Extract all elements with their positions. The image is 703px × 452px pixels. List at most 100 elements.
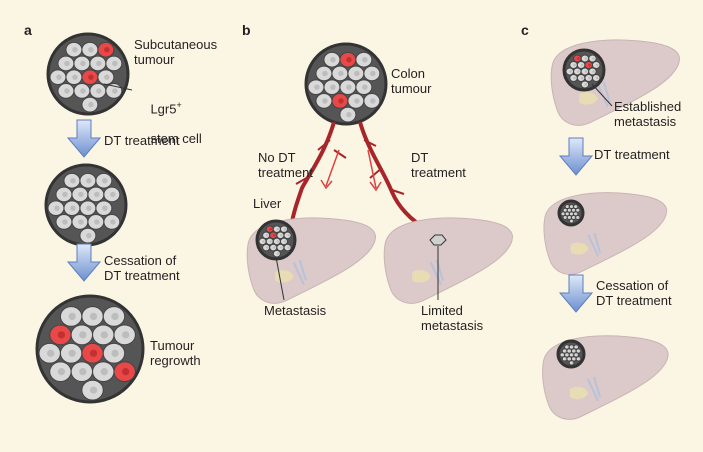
cell-nucleus xyxy=(70,205,76,211)
cell-nucleus xyxy=(338,98,344,104)
cell-nucleus xyxy=(575,205,578,208)
cell-nucleus xyxy=(578,350,581,352)
cell-nucleus xyxy=(573,209,576,211)
cell-nucleus xyxy=(567,205,570,208)
cell-nucleus xyxy=(330,57,336,63)
cell-nucleus xyxy=(322,70,328,77)
limited-metastasis-label: Limited metastasis xyxy=(421,303,484,333)
cell-nucleus xyxy=(571,362,574,364)
cell-nucleus xyxy=(592,70,595,73)
dt-treatment-arrow-c xyxy=(558,137,594,176)
spread-arrow-right xyxy=(367,149,382,192)
cell-nucleus xyxy=(122,368,130,376)
cell-nucleus xyxy=(592,57,595,60)
cell-nucleus xyxy=(362,57,368,63)
cell-nucleus xyxy=(569,209,572,211)
cell-nucleus xyxy=(47,349,55,357)
cell-nucleus xyxy=(346,84,352,90)
cell-nucleus xyxy=(62,191,68,198)
cell-nucleus xyxy=(569,358,572,360)
colon-tumour xyxy=(304,42,388,126)
lgr5-stem-cell-label: Lgr5+ stem cell xyxy=(136,83,202,161)
cell-nucleus xyxy=(595,63,599,67)
cessation-label-c: Cessation of DT treatment xyxy=(596,278,672,308)
no-dt-treatment-label: No DT treatment xyxy=(258,150,313,180)
cell-nucleus xyxy=(576,354,578,356)
cell-nucleus xyxy=(569,350,572,352)
cell-nucleus xyxy=(57,368,66,376)
lgr5-superscript: + xyxy=(176,100,182,110)
cell-nucleus xyxy=(314,84,320,90)
tumour-cell xyxy=(575,356,582,362)
cell-nucleus xyxy=(86,205,92,211)
tumour-cell xyxy=(575,348,582,354)
cell-nucleus xyxy=(122,331,130,339)
cell-nucleus xyxy=(578,209,580,211)
cell-nucleus xyxy=(68,312,76,321)
cell-nucleus xyxy=(580,76,584,80)
stem-cell-leader xyxy=(103,83,133,91)
panel-b-letter: b xyxy=(242,22,251,38)
panel-a-letter: a xyxy=(24,22,32,38)
cell-nucleus xyxy=(338,70,344,77)
recurring-metastasis xyxy=(556,339,586,369)
cell-nucleus xyxy=(86,232,92,239)
dt-treatment-label-b: DT treatment xyxy=(411,150,466,180)
cell-nucleus xyxy=(111,312,119,321)
cell-nucleus xyxy=(104,74,110,80)
cell-nucleus xyxy=(112,60,118,67)
cell-nucleus xyxy=(584,83,588,86)
cell-nucleus xyxy=(273,246,276,249)
cell-nucleus xyxy=(571,205,574,208)
cell-nucleus xyxy=(57,331,66,339)
established-metastasis xyxy=(562,48,606,92)
cell-nucleus xyxy=(88,74,94,80)
subcutaneous-tumour xyxy=(46,32,130,116)
blood-vessel-right xyxy=(358,121,429,232)
cell-nucleus xyxy=(346,57,352,63)
panel-c-letter: c xyxy=(521,22,529,38)
cell-nucleus xyxy=(370,70,376,77)
cell-nucleus xyxy=(573,76,576,80)
cell-nucleus xyxy=(283,227,287,231)
stem-cell-text: stem cell xyxy=(150,131,202,147)
cell-nucleus xyxy=(112,88,118,94)
tumour-cell xyxy=(573,211,579,217)
regrown-tumour xyxy=(35,294,145,404)
cell-nucleus xyxy=(269,227,272,231)
treated-metastasis xyxy=(557,199,585,227)
cell-nucleus xyxy=(96,60,102,67)
spread-arrow-left xyxy=(320,149,340,190)
dt-treatment-arrow-a xyxy=(66,119,102,158)
cessation-arrow-a xyxy=(66,243,102,282)
cell-nucleus xyxy=(56,74,62,80)
cell-nucleus xyxy=(584,57,588,60)
cell-nucleus xyxy=(564,358,567,360)
cell-nucleus xyxy=(578,216,580,219)
subcutaneous-tumour-label: Subcutaneous tumour xyxy=(134,37,218,67)
cell-nucleus xyxy=(64,88,70,94)
tumour-cell xyxy=(573,344,579,350)
cell-nucleus xyxy=(595,76,599,80)
cell-nucleus xyxy=(110,219,116,225)
cell-nucleus xyxy=(94,191,100,198)
cell-nucleus xyxy=(354,98,360,104)
cell-nucleus xyxy=(276,227,280,231)
cell-nucleus xyxy=(562,354,565,356)
cell-nucleus xyxy=(362,84,368,90)
cell-nucleus xyxy=(100,331,108,339)
cell-nucleus xyxy=(571,354,574,356)
cell-nucleus xyxy=(330,84,336,90)
tumour-cell xyxy=(575,215,581,220)
cell-nucleus xyxy=(322,98,328,104)
cell-nucleus xyxy=(571,220,574,222)
established-metastasis-leader xyxy=(591,83,613,107)
vessel-branches-left xyxy=(295,139,347,185)
cell-nucleus xyxy=(89,386,98,394)
cell-nucleus xyxy=(280,246,283,249)
limited-metastasis-cells xyxy=(429,234,447,246)
cell-nucleus xyxy=(573,216,576,219)
tumour-cell xyxy=(568,218,575,224)
